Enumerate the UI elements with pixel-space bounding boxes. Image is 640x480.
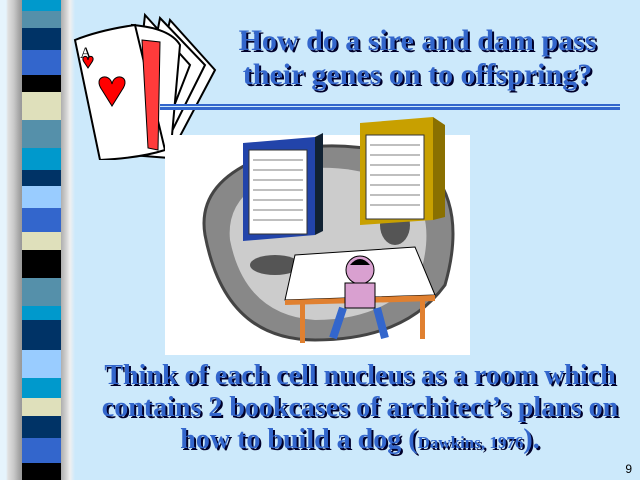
stripe-band xyxy=(22,306,61,320)
citation: Dawkins, 1976 xyxy=(417,433,524,452)
body-line-1: Think of each cell nucleus as a room whi… xyxy=(104,360,616,391)
stripe-band xyxy=(22,0,61,11)
stripe-band xyxy=(22,232,61,250)
body-line-3: how to build a dog (Dawkins, 1976). xyxy=(85,424,635,459)
stripe-band xyxy=(22,120,61,148)
page-number: 9 xyxy=(625,462,632,476)
stripe-band xyxy=(22,463,61,480)
stripe-band xyxy=(22,148,61,170)
title-divider xyxy=(160,104,620,107)
body-line-2: contains 2 bookcases of architect’s plan… xyxy=(101,392,619,423)
body-line-3-end: ). xyxy=(523,424,540,455)
title-line-2: their genes on to offspring? xyxy=(242,58,593,91)
slide-title: How do a sire and dam pass their genes o… xyxy=(200,24,635,92)
slide-body-text: Think of each cell nucleus as a room whi… xyxy=(85,360,635,459)
stripe-band xyxy=(22,378,61,398)
stripe-band xyxy=(22,320,61,350)
stripe-band xyxy=(22,278,61,306)
stripe-band xyxy=(22,398,61,416)
stripe-band xyxy=(22,350,61,378)
stripe-band xyxy=(22,186,61,208)
stripe-band xyxy=(22,438,61,463)
bookcase-gold xyxy=(360,117,445,225)
architect-at-desk-illustration xyxy=(165,117,470,355)
playing-cards-icon: A xyxy=(73,12,217,160)
stripe-band xyxy=(22,170,61,186)
stripe-band xyxy=(22,28,61,50)
body-line-3-main: how to build a dog ( xyxy=(180,424,418,455)
stripe-band xyxy=(22,250,61,278)
bookcase-blue xyxy=(243,133,323,241)
stripe-band xyxy=(22,208,61,232)
title-line-1: How do a sire and dam pass xyxy=(238,24,597,57)
stripe-band xyxy=(22,416,61,438)
stripe-band xyxy=(22,11,61,28)
stripe-band xyxy=(22,75,61,92)
stripe-band xyxy=(22,50,61,75)
stripe-band xyxy=(22,92,61,120)
